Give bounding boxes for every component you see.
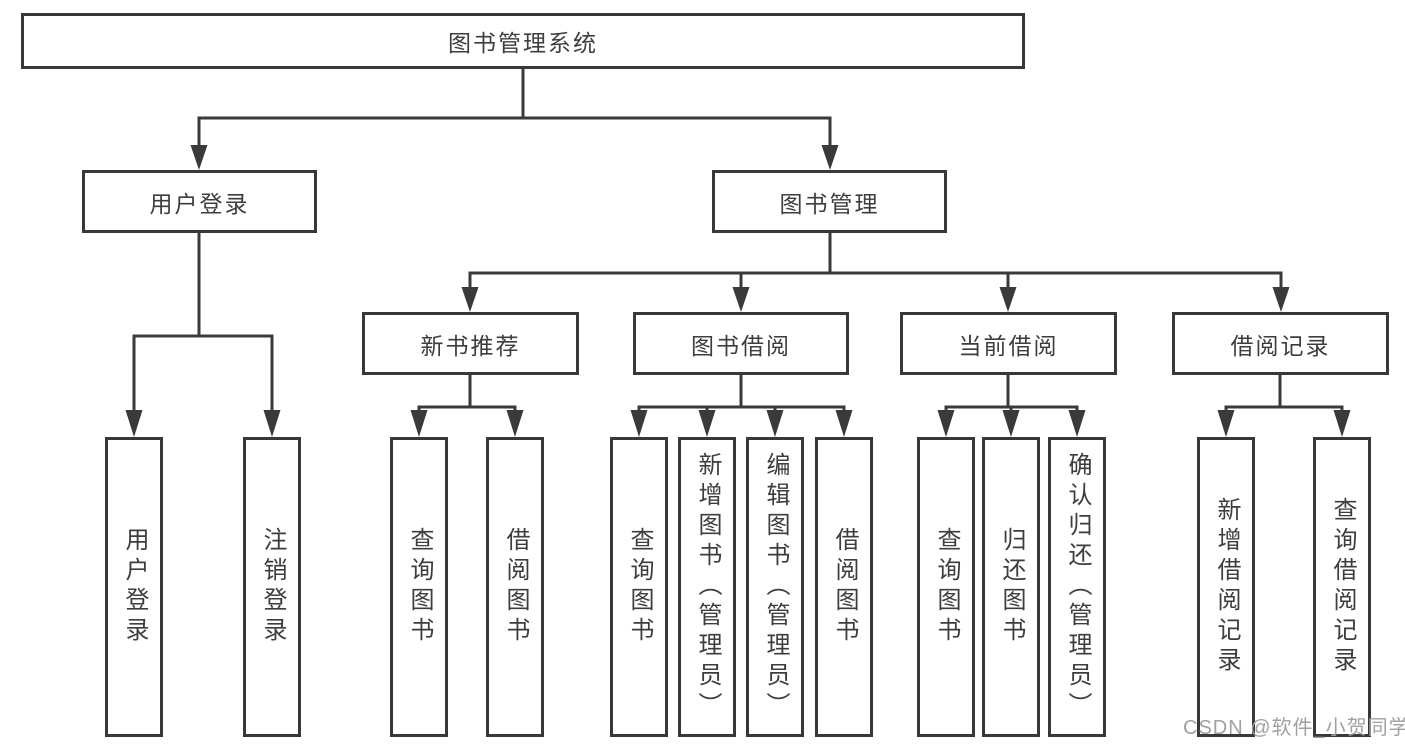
node-leaf-br-query-record: 查询借阅记录 (1313, 437, 1371, 737)
node-leaf-cb-confirm-return-admin-label: 确认归还（管理员） (1064, 452, 1091, 722)
node-borrow-record-label: 借阅记录 (1230, 332, 1331, 359)
node-book-borrow: 图书借阅 (633, 312, 849, 375)
node-root: 图书管理系统 (21, 13, 1025, 69)
node-leaf-nbr-borrow-book-label: 借阅图书 (502, 527, 529, 647)
node-leaf-bb-query-book: 查询图书 (610, 437, 668, 737)
node-root-label: 图书管理系统 (448, 30, 598, 56)
node-leaf-logout: 注销登录 (243, 437, 301, 737)
node-leaf-bb-query-book-label: 查询图书 (626, 527, 653, 647)
node-leaf-nbr-query-book: 查询图书 (390, 437, 448, 737)
node-leaf-bb-borrow-book-label: 借阅图书 (831, 527, 858, 647)
node-leaf-br-add-record: 新增借阅记录 (1197, 437, 1255, 737)
node-leaf-cb-return-book: 归还图书 (982, 437, 1040, 737)
node-leaf-bb-add-book-admin: 新增图书（管理员） (678, 437, 736, 737)
node-leaf-bb-borrow-book: 借阅图书 (815, 437, 873, 737)
node-book-borrow-label: 图书借阅 (691, 332, 791, 359)
node-borrow-record: 借阅记录 (1172, 312, 1389, 375)
node-user-login-label: 用户登录 (149, 190, 250, 217)
csdn-watermark: CSDN @软件_小贺同学 (1183, 717, 1405, 739)
node-leaf-cb-query-book-label: 查询图书 (933, 527, 960, 647)
node-leaf-bb-edit-book-admin-label: 编辑图书（管理员） (762, 452, 789, 722)
node-leaf-nbr-borrow-book: 借阅图书 (486, 437, 544, 737)
node-leaf-cb-return-book-label: 归还图书 (998, 527, 1025, 647)
node-user-login: 用户登录 (82, 170, 317, 233)
node-leaf-bb-add-book-admin-label: 新增图书（管理员） (694, 452, 721, 722)
node-leaf-br-add-record-label: 新增借阅记录 (1213, 497, 1240, 677)
node-book-management: 图书管理 (712, 170, 947, 233)
node-book-management-label: 图书管理 (779, 190, 880, 217)
node-leaf-bb-edit-book-admin: 编辑图书（管理员） (746, 437, 804, 737)
node-current-borrow-label: 当前借阅 (958, 332, 1059, 359)
node-leaf-nbr-query-book-label: 查询图书 (406, 527, 433, 647)
node-new-book-recommend-label: 新书推荐 (420, 332, 521, 359)
node-leaf-logout-label: 注销登录 (259, 527, 286, 647)
node-leaf-br-query-record-label: 查询借阅记录 (1329, 497, 1356, 677)
node-new-book-recommend: 新书推荐 (362, 312, 579, 375)
node-leaf-cb-query-book: 查询图书 (917, 437, 975, 737)
node-current-borrow: 当前借阅 (900, 312, 1117, 375)
node-leaf-user-login: 用户登录 (105, 437, 163, 737)
arrowheads (125, 145, 1351, 437)
node-leaf-user-login-label: 用户登录 (121, 527, 148, 647)
node-leaf-cb-confirm-return-admin: 确认归还（管理员） (1048, 437, 1106, 737)
